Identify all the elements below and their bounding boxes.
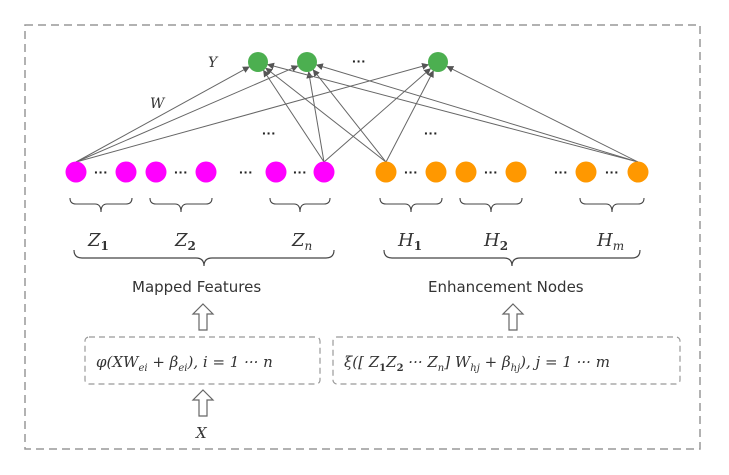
enhance-node (425, 161, 447, 183)
dashed-border (24, 24, 701, 450)
weight-edge (75, 62, 430, 163)
enhance-node (375, 161, 397, 183)
hidden-nodes: ··· ··· ··· ··· ··· ··· ··· ··· (65, 161, 649, 213)
h2-label: H2 (483, 230, 508, 253)
h1-label: H1 (397, 230, 422, 253)
node-ellipsis: ··· (404, 164, 418, 180)
mapped-node (195, 161, 217, 183)
weight-edge (265, 67, 387, 163)
edges (75, 62, 639, 163)
enhancement-formula: ξ([ Z1Z2 ··· Zn] Whj + βhj), j = 1 ··· m (344, 353, 610, 374)
enhancement-nodes-title: Enhancement Nodes (428, 278, 584, 296)
mapped-brace (73, 249, 335, 267)
up-arrow-icon (191, 389, 215, 417)
weight-edge (75, 65, 299, 163)
weight-edge (446, 66, 639, 163)
mapping-formula: φ(XWei + βei), i = 1 ··· n (96, 353, 273, 374)
hm-label: Hm (596, 230, 624, 253)
enhance-node (627, 161, 649, 183)
mapped-node (313, 161, 335, 183)
zn-label: Zn (291, 230, 312, 253)
enhancement-formula-box (332, 336, 681, 385)
output-node (428, 52, 448, 72)
z2-label: Z2 (174, 230, 196, 253)
group-brace (149, 197, 213, 213)
up-arrow-icon (501, 303, 525, 331)
enhance-node (455, 161, 477, 183)
up-arrow-icon (191, 303, 215, 331)
mapped-features-title: Mapped Features (132, 278, 261, 296)
enhance-ellipsis: ··· (424, 125, 438, 141)
weight-edge (75, 66, 250, 163)
group-brace (269, 197, 331, 213)
group-ellipsis: ··· (239, 164, 253, 180)
weight-edge (312, 69, 387, 163)
enhance-node (575, 161, 597, 183)
weight-edge (263, 69, 325, 163)
mapped-node (145, 161, 167, 183)
y-label: Y (208, 55, 219, 71)
w-label: W (150, 96, 166, 112)
mapped-node (265, 161, 287, 183)
group-brace (69, 197, 133, 213)
enhance-brace (383, 249, 641, 267)
mapped-node (65, 161, 87, 183)
node-ellipsis: ··· (484, 164, 498, 180)
node-ellipsis: ··· (293, 164, 307, 180)
weight-edge (385, 70, 434, 163)
group-ellipsis: ··· (554, 164, 568, 180)
group-brace (379, 197, 443, 213)
weight-edge (315, 63, 639, 163)
z1-label: Z1 (87, 230, 109, 253)
node-ellipsis: ··· (94, 164, 108, 180)
enhance-node (505, 161, 527, 183)
output-ellipsis: ··· (352, 53, 366, 69)
output-node (297, 52, 317, 72)
group-brace (579, 197, 645, 213)
mapped-node (115, 161, 137, 183)
node-ellipsis: ··· (605, 164, 619, 180)
weight-edge (323, 68, 432, 163)
x-input-label: X (195, 424, 208, 442)
weight-edge (266, 62, 639, 163)
output-node (248, 52, 268, 72)
mapping-formula-box (84, 336, 321, 385)
group-brace (459, 197, 523, 213)
node-ellipsis: ··· (174, 164, 188, 180)
weight-edge (306, 71, 325, 163)
mapped-ellipsis: ··· (262, 125, 276, 141)
